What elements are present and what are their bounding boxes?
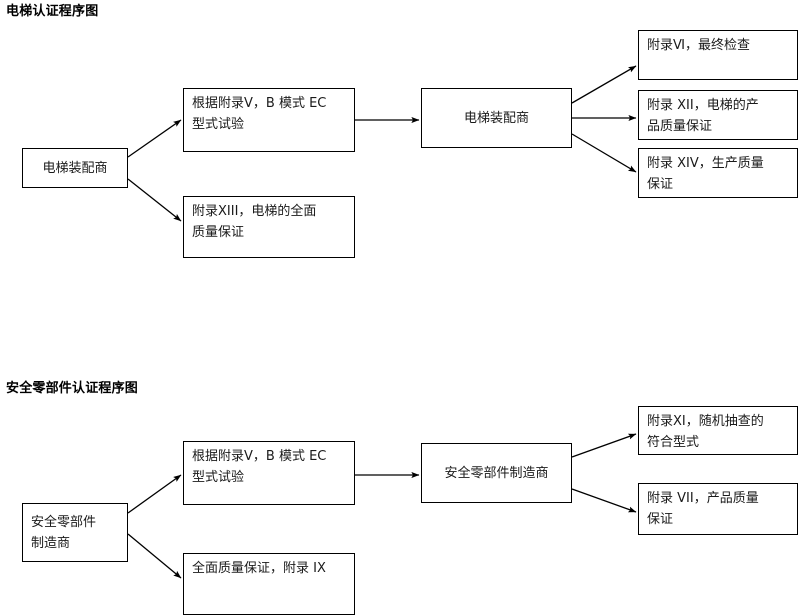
node-label: 根据附录Ⅴ，B 模式 EC 型式试验 bbox=[192, 96, 327, 132]
node-annex-xii-product-quality[interactable]: 附录 XII，电梯的产 品质量保证 bbox=[638, 90, 798, 140]
node-elevator-assembler-source[interactable]: 电梯装配商 bbox=[22, 148, 128, 188]
node-annex-vi-final-inspection[interactable]: 附录Ⅵ，最终检查 bbox=[638, 30, 798, 80]
node-label: 附录XI，随机抽查的 符合型式 bbox=[647, 414, 764, 450]
node-safety-component-maker-middle[interactable]: 安全零部件制造商 bbox=[421, 443, 572, 503]
node-annex-v-type-exam-2[interactable]: 根据附录Ⅴ，B 模式 EC 型式试验 bbox=[183, 441, 355, 505]
node-elevator-assembler-middle[interactable]: 电梯装配商 bbox=[421, 88, 572, 148]
node-label: 根据附录Ⅴ，B 模式 EC 型式试验 bbox=[192, 449, 327, 485]
node-annex-v-type-exam-1[interactable]: 根据附录Ⅴ，B 模式 EC 型式试验 bbox=[183, 88, 355, 152]
arrow-d1-source-to-bottom bbox=[127, 178, 182, 222]
arrow-d1-middle-to-out3 bbox=[571, 133, 637, 173]
node-annex-xiii-full-quality-1[interactable]: 附录XIII，电梯的全面 质量保证 bbox=[183, 196, 355, 258]
node-label: 附录 VII，产品质量 保证 bbox=[647, 491, 759, 527]
node-label: 附录XIII，电梯的全面 质量保证 bbox=[192, 204, 317, 240]
arrow-d2-middle-to-out1 bbox=[571, 433, 637, 458]
node-safety-component-maker-source[interactable]: 安全零部件 制造商 bbox=[22, 503, 128, 562]
node-label: 电梯装配商 bbox=[463, 110, 529, 126]
arrow-d2-source-to-bottom bbox=[127, 533, 182, 579]
diagram-1-title: 电梯认证程序图 bbox=[6, 4, 99, 19]
arrow-d1-source-to-top bbox=[127, 119, 182, 158]
node-label: 安全零部件制造商 bbox=[444, 465, 549, 481]
node-label: 附录 XIV，生产质量 保证 bbox=[647, 156, 764, 192]
node-label: 附录Ⅵ，最终检查 bbox=[647, 38, 750, 53]
node-label: 附录 XII，电梯的产 品质量保证 bbox=[647, 98, 759, 134]
node-label: 电梯装配商 bbox=[42, 160, 108, 176]
node-label: 安全零部件 制造商 bbox=[31, 514, 97, 551]
arrow-d1-middle-to-out1 bbox=[571, 65, 637, 104]
node-annex-xiv-production-quality[interactable]: 附录 XIV，生产质量 保证 bbox=[638, 148, 798, 198]
arrow-d2-source-to-top bbox=[127, 474, 182, 514]
node-annex-xi-random-check[interactable]: 附录XI，随机抽查的 符合型式 bbox=[638, 406, 798, 455]
node-label: 全面质量保证，附录 IX bbox=[192, 561, 326, 576]
node-annex-vii-product-quality[interactable]: 附录 VII，产品质量 保证 bbox=[638, 483, 798, 535]
diagram-2-title: 安全零部件认证程序图 bbox=[6, 381, 139, 396]
arrow-d2-middle-to-out2 bbox=[571, 488, 637, 513]
node-annex-ix-full-quality-2[interactable]: 全面质量保证，附录 IX bbox=[183, 553, 355, 615]
